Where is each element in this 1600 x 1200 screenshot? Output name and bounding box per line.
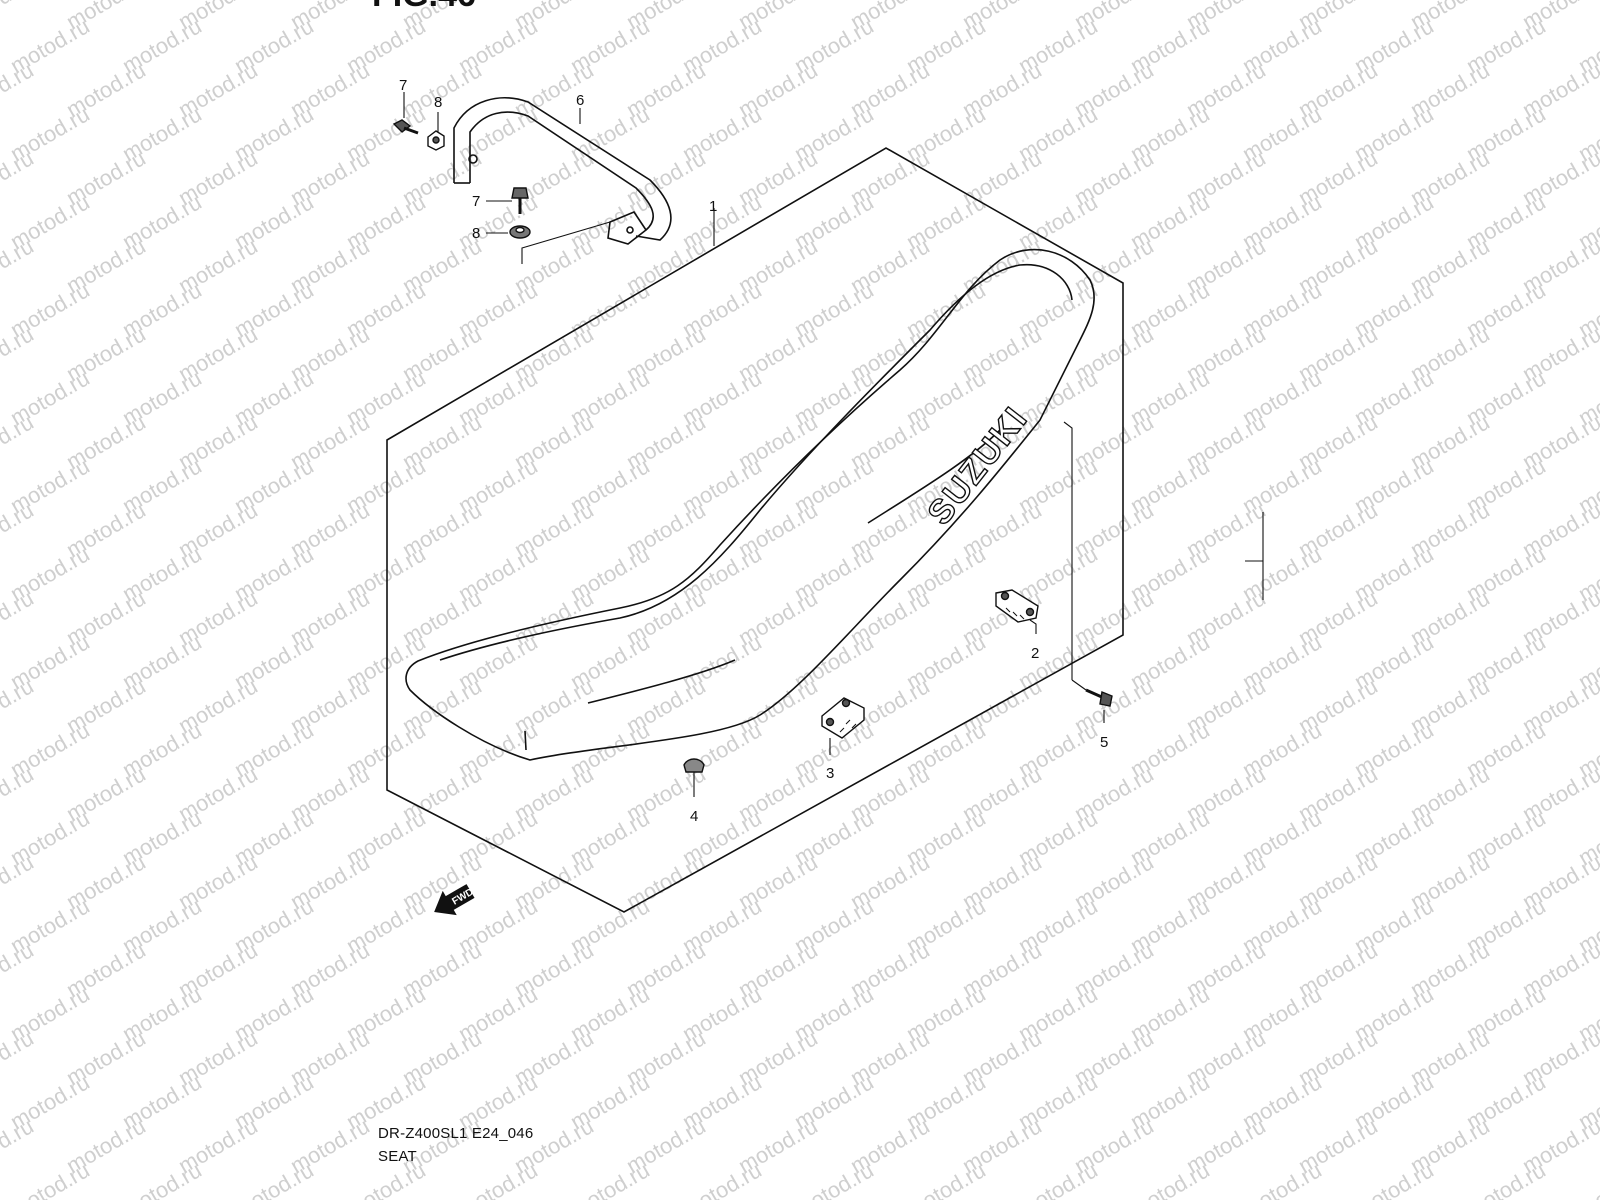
- callout-8-upper: 8: [434, 94, 442, 111]
- watermark-text: motod.ru: [454, 1157, 542, 1200]
- watermark-text: motod.ru: [1574, 1157, 1600, 1200]
- watermark-text: motod.ru: [1238, 1157, 1326, 1200]
- watermark-text: motod.ru: [118, 1157, 206, 1200]
- bracket-part-3: [821, 697, 865, 739]
- bolt-part-upper: [392, 119, 419, 135]
- watermark-text: motod.ru: [1126, 1157, 1214, 1200]
- washer-part-lower: [509, 225, 531, 239]
- figure-title: FIG.46: [372, 0, 476, 14]
- watermark-text: motod.ru: [1350, 1157, 1438, 1200]
- seat-strap-part: [453, 97, 672, 245]
- clip-part-4: [683, 758, 705, 773]
- watermark-text: motod.ru: [1462, 1157, 1550, 1200]
- callout-1: 1: [709, 198, 717, 215]
- bracket-part-2: [995, 589, 1039, 623]
- seat-part: [405, 248, 1095, 761]
- figure-name: SEAT: [378, 1148, 417, 1165]
- watermark-text: motod.ru: [1014, 1157, 1102, 1200]
- callout-7-lower: 7: [472, 193, 480, 210]
- assembly-outline: [386, 147, 1124, 913]
- callout-8-lower: 8: [472, 225, 480, 242]
- watermark-text: motod.ru: [566, 1157, 654, 1200]
- callout-3: 3: [826, 765, 834, 782]
- callout-5: 5: [1100, 734, 1108, 751]
- callout-4: 4: [690, 808, 698, 825]
- bolt-part-lower: [511, 187, 529, 214]
- watermark-text: motod.ru: [0, 0, 38, 34]
- nut-part-upper: [427, 130, 445, 151]
- callout-7-upper: 7: [399, 77, 407, 94]
- watermark-text: motod.ru: [902, 1157, 990, 1200]
- bolt-part-5: [1085, 688, 1113, 707]
- figure-model-code: DR-Z400SL1 E24_046: [378, 1125, 534, 1142]
- leader-lines: [403, 92, 1264, 797]
- watermark-text: motod.ru: [678, 1157, 766, 1200]
- callout-6: 6: [576, 92, 584, 109]
- watermark-text: motod.ru: [6, 1157, 94, 1200]
- watermark-text: motod.ru: [790, 1157, 878, 1200]
- watermark-text: motod.ru: [230, 1157, 318, 1200]
- callout-2: 2: [1031, 645, 1039, 662]
